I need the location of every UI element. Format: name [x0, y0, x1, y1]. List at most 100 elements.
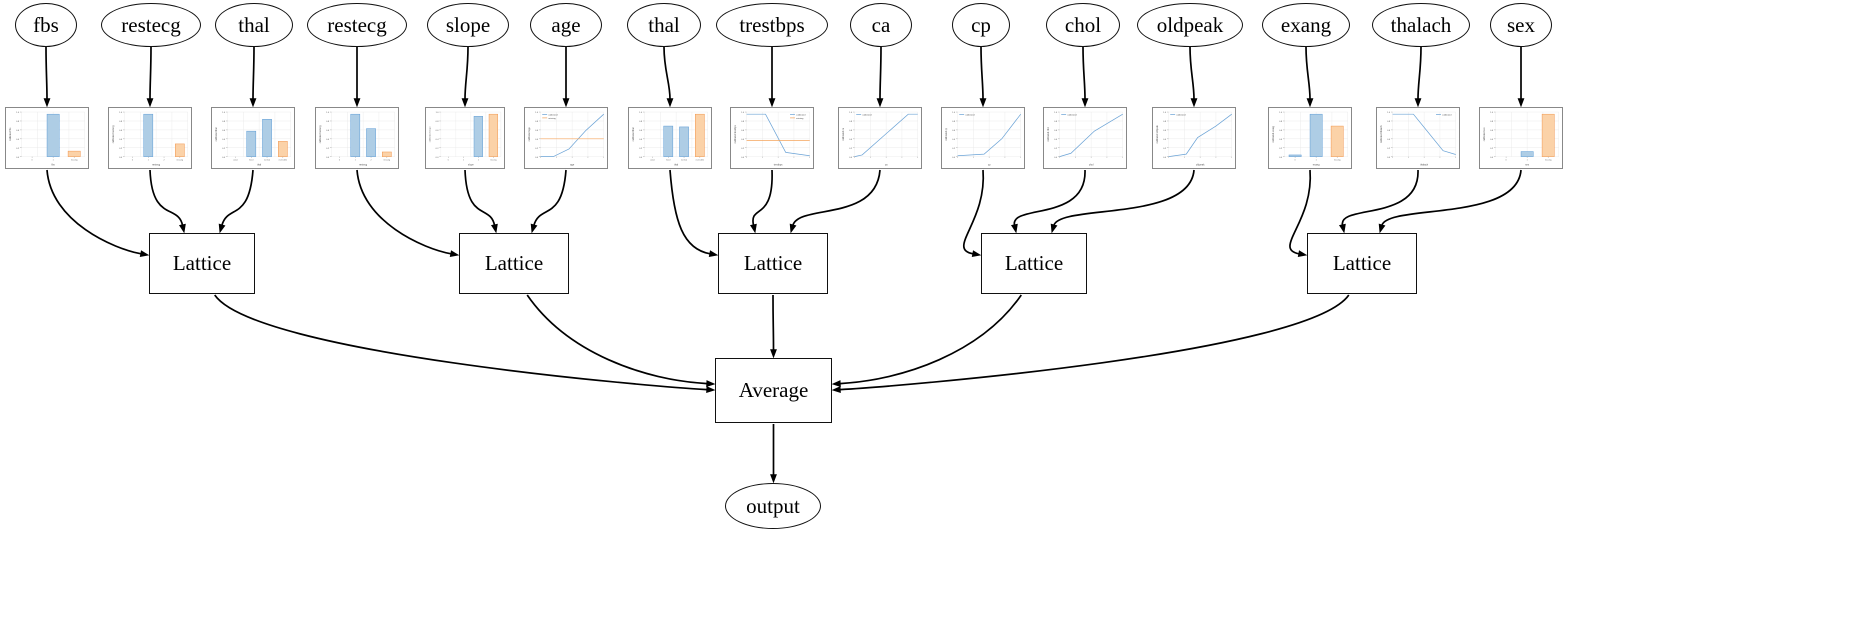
- svg-text:0.8: 0.8: [1279, 121, 1283, 123]
- svg-text:0.8: 0.8: [952, 121, 956, 123]
- feature-node-slope[interactable]: slope: [427, 3, 509, 47]
- output-node[interactable]: output: [725, 483, 821, 529]
- svg-text:0.0: 0.0: [535, 157, 539, 159]
- feature-node-label: slope: [445, 12, 491, 37]
- svg-text:2: 2: [164, 160, 165, 162]
- edge-arrowhead: [979, 98, 987, 108]
- svg-text:1.0: 1.0: [1054, 112, 1058, 114]
- svg-text:0.2: 0.2: [1054, 148, 1058, 150]
- svg-text:calibrated cp: calibrated cp: [945, 127, 948, 141]
- svg-text:1.0: 1.0: [952, 112, 956, 114]
- svg-text:0.4: 0.4: [1387, 139, 1391, 141]
- edge-calibrator-sex-to-lattice-4: [1381, 169, 1522, 226]
- feature-node-restecg2[interactable]: restecg: [307, 3, 407, 47]
- svg-text:0.8: 0.8: [1163, 121, 1167, 123]
- svg-text:calibrated chol: calibrated chol: [1047, 127, 1050, 142]
- svg-text:restecg: restecg: [359, 164, 368, 167]
- svg-text:0.0: 0.0: [119, 157, 123, 159]
- svg-text:normal: normal: [264, 160, 271, 162]
- feature-node-label: restecg: [121, 12, 181, 37]
- feature-node-restecg1[interactable]: restecg: [101, 3, 201, 47]
- edge-arrowhead: [562, 98, 570, 108]
- svg-text:0.8: 0.8: [849, 121, 853, 123]
- edge-arrowhead: [139, 250, 150, 258]
- svg-text:0.4: 0.4: [16, 139, 20, 141]
- svg-text:slope: slope: [468, 164, 474, 167]
- edge-feature-thal1-to-calibrator: [252, 46, 255, 100]
- feature-node-label: oldpeak: [1156, 12, 1224, 37]
- edge-feature-ca-to-calibrator: [879, 46, 882, 100]
- edge-calibrator-age-to-lattice-1: [533, 169, 567, 226]
- feature-node-thal1[interactable]: thal: [215, 3, 293, 47]
- edge-calibrator-ca-to-lattice-2: [792, 169, 881, 226]
- lattice-node-label: Lattice: [743, 251, 803, 275]
- edge-arrowhead: [770, 474, 777, 484]
- lattice-node-3[interactable]: Lattice: [981, 233, 1087, 294]
- feature-node-thalach[interactable]: thalach: [1372, 3, 1470, 47]
- svg-text:0.4: 0.4: [1163, 139, 1167, 141]
- svg-text:0.0: 0.0: [849, 157, 853, 159]
- svg-text:1: 1: [1316, 160, 1317, 162]
- svg-text:0.4: 0.4: [639, 139, 643, 141]
- svg-text:0.2: 0.2: [326, 148, 330, 150]
- lattice-node-4[interactable]: Lattice: [1307, 233, 1417, 294]
- svg-text:calibrated fbs: calibrated fbs: [9, 127, 12, 141]
- edge-calibrator-fbs-to-lattice-0: [46, 169, 142, 255]
- feature-node-chol[interactable]: chol: [1046, 3, 1120, 47]
- feature-node-label: thalach: [1390, 12, 1452, 37]
- edge-calibrator-chol-to-lattice-3: [1013, 169, 1086, 226]
- lattice-node-0[interactable]: Lattice: [149, 233, 255, 294]
- lattice-node-label: Lattice: [484, 251, 544, 275]
- edge-arrowhead: [749, 223, 757, 234]
- edge-arrowhead: [1517, 98, 1525, 108]
- feature-node-thal2[interactable]: thal: [627, 3, 701, 47]
- svg-text:calibrated: calibrated: [1442, 113, 1452, 116]
- svg-text:areal: areal: [650, 160, 655, 162]
- edge-arrowhead: [43, 98, 51, 108]
- svg-text:fbs: fbs: [52, 164, 56, 167]
- svg-text:calibrated sex: calibrated sex: [1483, 127, 1486, 142]
- lattice-node-2[interactable]: Lattice: [718, 233, 828, 294]
- feature-node-exang[interactable]: exang: [1262, 3, 1350, 47]
- svg-text:calibrated: calibrated: [965, 113, 975, 116]
- svg-text:0.2: 0.2: [952, 148, 956, 150]
- edge-lattice-4-to-average: [839, 294, 1350, 391]
- svg-text:1.0: 1.0: [639, 112, 643, 114]
- svg-text:0.8: 0.8: [119, 121, 123, 123]
- svg-text:0.0: 0.0: [1279, 157, 1283, 159]
- svg-text:1.0: 1.0: [741, 112, 745, 114]
- average-node[interactable]: Average: [715, 358, 832, 423]
- feature-node-age[interactable]: age: [530, 3, 602, 47]
- feature-node-oldpeak[interactable]: oldpeak: [1137, 3, 1243, 47]
- feature-node-trestbps[interactable]: trestbps: [716, 3, 828, 47]
- svg-text:1: 1: [1527, 160, 1528, 162]
- feature-node-ca[interactable]: ca: [850, 3, 912, 47]
- svg-text:fixed: fixed: [249, 160, 253, 162]
- feature-node-sex[interactable]: sex: [1490, 3, 1552, 47]
- lattice-node-1[interactable]: Lattice: [459, 233, 569, 294]
- svg-text:calibrated ca: calibrated ca: [842, 127, 845, 141]
- svg-text:1: 1: [53, 160, 54, 162]
- svg-text:cp: cp: [988, 164, 991, 167]
- feature-node-fbs[interactable]: fbs: [15, 3, 77, 47]
- edge-calibrator-restecg1-to-lattice-0: [149, 169, 184, 226]
- feature-node-cp[interactable]: cp: [952, 3, 1010, 47]
- edge-calibrator-slope-to-lattice-1: [464, 169, 496, 226]
- svg-text:0.2: 0.2: [639, 148, 643, 150]
- svg-text:0.4: 0.4: [1490, 139, 1494, 141]
- svg-text:0.8: 0.8: [1054, 121, 1058, 123]
- edge-arrowhead: [708, 250, 719, 258]
